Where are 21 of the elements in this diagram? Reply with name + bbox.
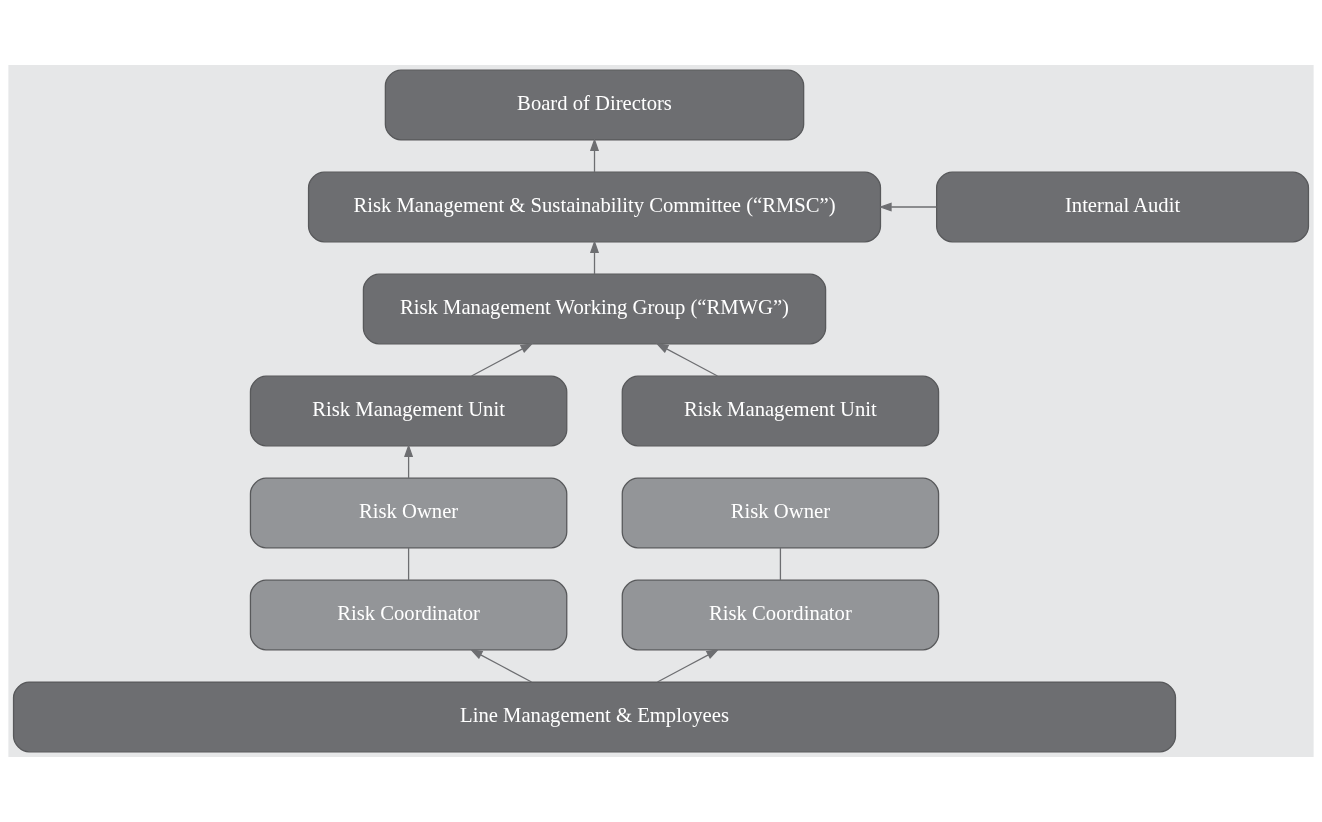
node-box: Risk Owner [249,477,568,549]
node-box: Internal Audit [936,171,1310,243]
arrow [404,443,414,479]
arrow [590,239,600,275]
arrow [878,202,938,212]
node-box: Risk Coordinator [621,579,940,651]
node-box: Risk Management Working Group (“RMWG”) [362,273,827,345]
arrow [469,648,533,683]
node-box: Risk Coordinator [249,579,568,651]
arrow [590,137,600,173]
arrow [655,343,719,377]
node-box: Risk Management & Sustainability Committee (“RMSC”) [307,171,882,243]
node-box: Board of Directors [384,69,805,141]
node-box: Risk Management Unit [249,375,568,447]
node-box: Line Management & Employees [12,681,1177,753]
arrow [656,648,720,683]
connector [407,547,410,581]
node-box: Risk Management Unit [621,375,940,447]
connector [779,547,782,581]
arrow [470,343,534,377]
node-box: Risk Owner [621,477,940,549]
